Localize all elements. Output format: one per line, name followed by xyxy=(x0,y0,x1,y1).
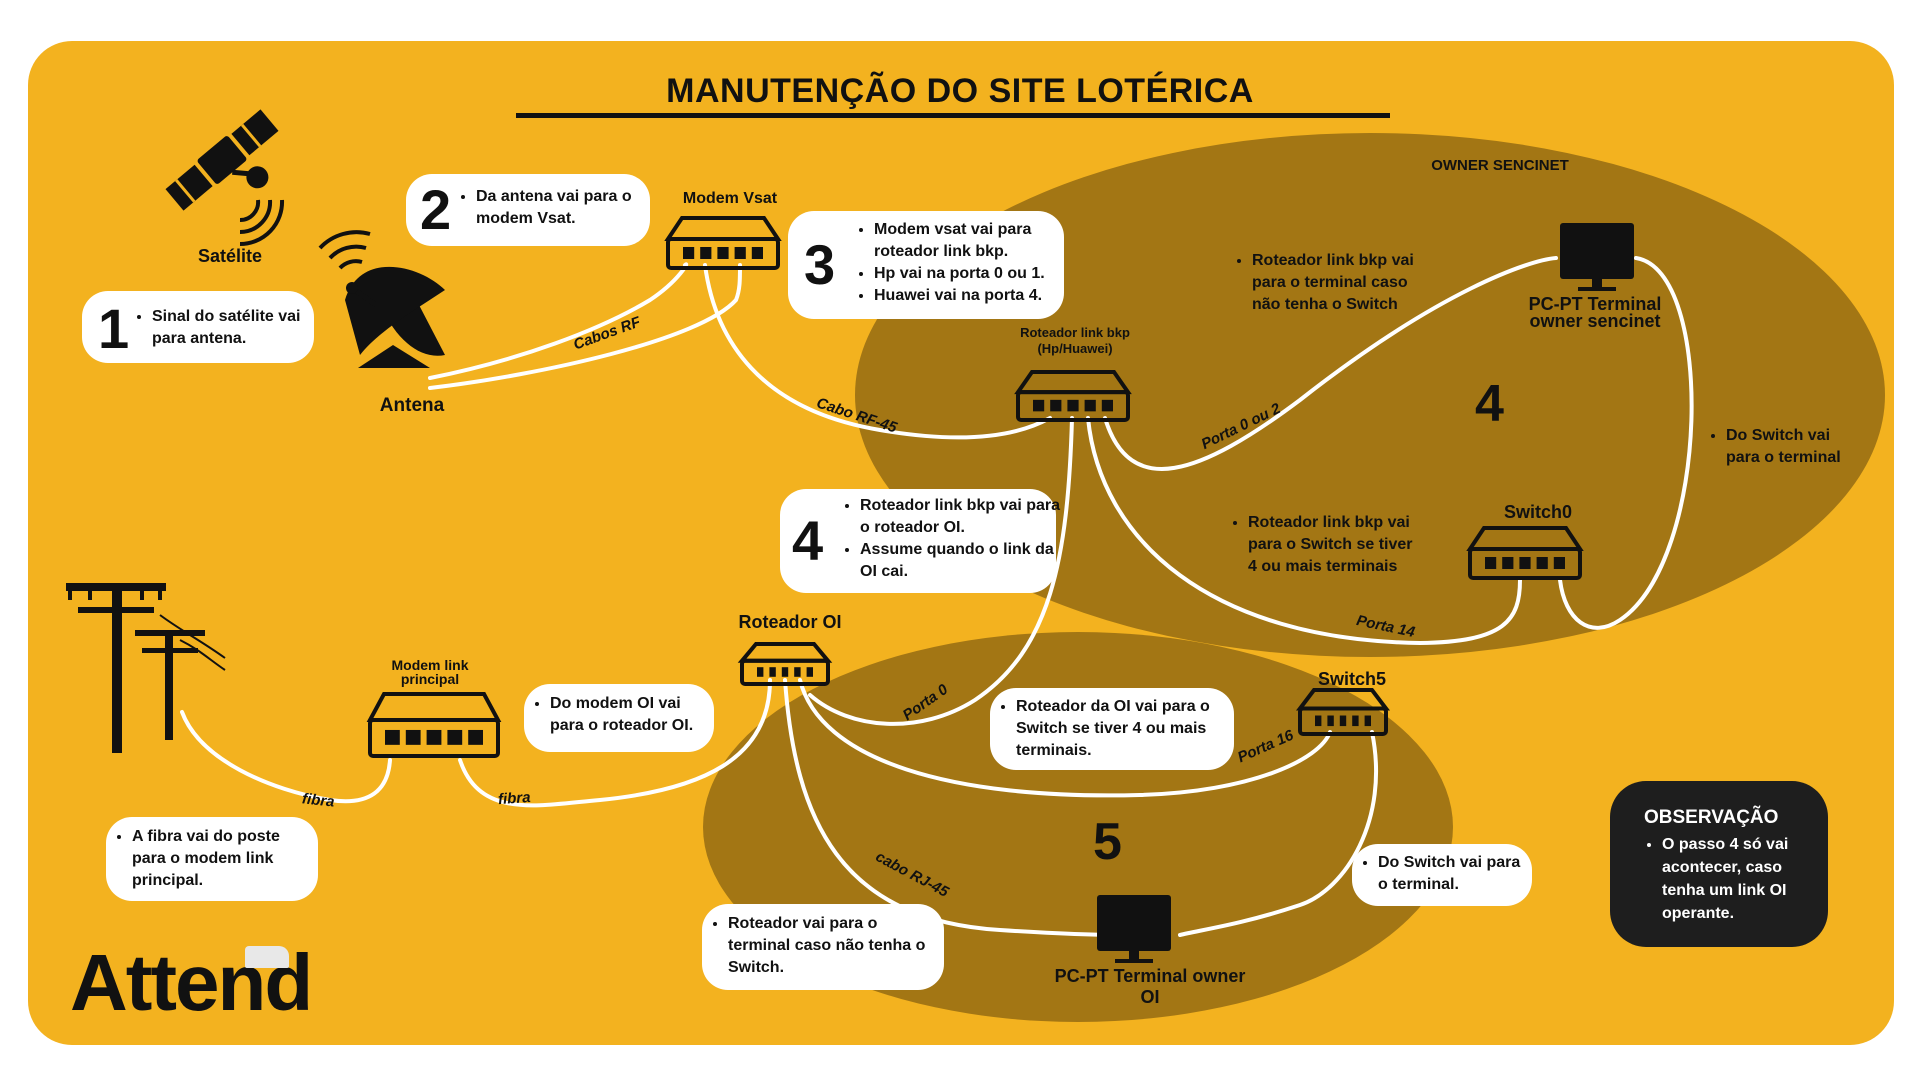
step3-number: 3 xyxy=(804,233,836,296)
wire-modem-router-bkp xyxy=(703,263,1052,440)
wire-antenna-modem-b xyxy=(428,263,742,390)
switch-to-terminal-b-text: Do Switch vai para o terminal. xyxy=(1378,852,1524,896)
router-bkp-label: Roteador link bkp (Hp/Huawei) xyxy=(1020,325,1130,356)
step2-bubble: 2 Da antena vai para o modem Vsat. xyxy=(406,174,650,246)
fiber-note-text: A fibra vai do poste para o modem link p… xyxy=(132,826,310,892)
step1-text: Sinal do satélite vai para antena. xyxy=(152,306,322,350)
switch0-device-icon xyxy=(1466,526,1584,580)
step2-number: 2 xyxy=(420,178,452,241)
oi-to-terminal-bubble: Roteador vai para o terminal caso não te… xyxy=(702,904,944,990)
pc-oi-label: PC-PT Terminal owner OI xyxy=(1054,966,1246,1007)
zone4-number: 4 xyxy=(1475,375,1504,433)
pc-sencinet-monitor-icon xyxy=(1560,223,1634,291)
satellite-icon xyxy=(165,109,279,211)
switch5-label: Switch5 xyxy=(1317,669,1387,689)
zone5-number: 5 xyxy=(1093,813,1122,871)
pc-oi-monitor-icon xyxy=(1097,895,1171,963)
modem-vsat-label: Modem Vsat xyxy=(682,190,778,207)
step3-item-2: Hp vai na porta 0 ou 1. xyxy=(874,263,1074,285)
observation-box: OBSERVAÇÃO O passo 4 só vai acontecer, c… xyxy=(1610,781,1828,947)
modem-principal-device-icon xyxy=(366,692,502,758)
logo-accent-shape xyxy=(245,946,289,968)
zone-sencinet-label: OWNER SENCINET xyxy=(1431,157,1569,174)
step2-text: Da antena vai para o modem Vsat. xyxy=(476,186,656,230)
modem-to-oi-bubble: Do modem OI vai para o roteador OI. xyxy=(524,684,714,752)
wire-switch0-pc xyxy=(1558,256,1694,630)
connection-wires xyxy=(180,256,1694,937)
step4-bubble: 4 Roteador link bkp vai para o roteador … xyxy=(780,489,1060,593)
step4-number: 4 xyxy=(792,509,824,572)
wire-bkp-switch0 xyxy=(1086,416,1522,646)
wire-pole-modem xyxy=(180,710,392,804)
step4-item-1: Roteador link bkp vai para o roteador OI… xyxy=(860,495,1064,539)
step1-bubble: 1 Sinal do satélite vai para antena. xyxy=(82,291,314,363)
observation-text: O passo 4 só vai acontecer, caso tenha u… xyxy=(1662,833,1810,925)
wire-label-fibra-1: fibra xyxy=(301,790,336,811)
antenna-label: Antena xyxy=(379,395,445,416)
page-title: MANUTENÇÃO DO SITE LOTÉRICA xyxy=(666,72,1254,110)
signal-wave-icon xyxy=(239,199,261,223)
modem-vsat-device-icon xyxy=(664,216,782,270)
switch-to-terminal-b-bubble: Do Switch vai para o terminal. xyxy=(1352,844,1532,906)
oi-to-switch-bubble: Roteador da OI vai para o Switch se tive… xyxy=(990,688,1234,770)
switch0-label: Switch0 xyxy=(1503,502,1573,522)
step3-item-1: Modem vsat vai para roteador link bkp. xyxy=(874,219,1074,263)
bkp-to-terminal-note: Roteador link bkp vai para o terminal ca… xyxy=(1232,250,1432,316)
modem-to-oi-text: Do modem OI vai para o roteador OI. xyxy=(550,693,706,737)
pc-sencinet-label: PC-PT Terminal owner sencinet xyxy=(1528,294,1662,331)
step1-number: 1 xyxy=(98,297,130,360)
router-oi-device-icon xyxy=(737,642,833,686)
utility-pole-icon xyxy=(66,583,226,753)
step3-item-3: Huawei vai na porta 4. xyxy=(874,285,1074,307)
step3-bubble: 3 Modem vsat vai para roteador link bkp.… xyxy=(788,211,1064,319)
wire-antenna-modem-a xyxy=(428,262,689,380)
fiber-note-bubble: A fibra vai do poste para o modem link p… xyxy=(106,817,318,901)
wire-modem-router-oi xyxy=(458,678,772,808)
antenna-dish-icon xyxy=(318,230,445,368)
wire-oi-switch5 xyxy=(798,678,1332,798)
wire-switch5-pc xyxy=(1178,730,1378,937)
oi-to-terminal-text: Roteador vai para o terminal caso não te… xyxy=(728,913,936,979)
wire-label-fibra-2: fibra xyxy=(497,788,532,809)
step4-item-2: Assume quando o link da OI cai. xyxy=(860,539,1064,583)
wire-bkp-router-oi xyxy=(808,416,1074,726)
title-underline xyxy=(516,113,1390,118)
switch5-device-icon xyxy=(1295,688,1391,736)
router-oi-label: Roteador OI xyxy=(738,612,842,632)
switch-to-terminal-a-note: Do Switch vai para o terminal xyxy=(1706,425,1856,469)
router-bkp-device-icon xyxy=(1014,370,1132,423)
observation-title: OBSERVAÇÃO xyxy=(1644,807,1779,828)
bkp-to-switch-note: Roteador link bkp vai para o Switch se t… xyxy=(1228,512,1418,578)
modem-principal-label: Modem link principal xyxy=(391,657,469,687)
wire-bkp-pc xyxy=(1103,256,1558,471)
oi-to-switch-text: Roteador da OI vai para o Switch se tive… xyxy=(1016,696,1224,762)
satellite-label: Satélite xyxy=(197,246,263,266)
